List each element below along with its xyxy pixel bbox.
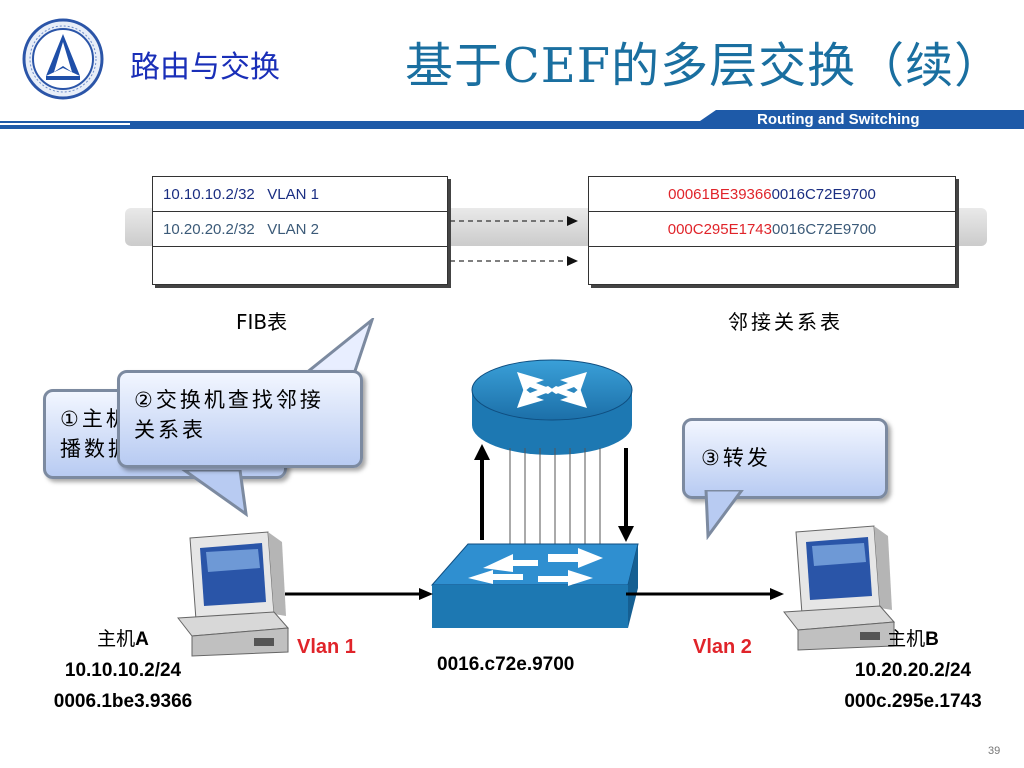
fib-prefix: 10.20.20.2/32 [163,221,255,238]
slide-title: 基于CEF的多层交换（续） [405,38,1004,94]
adjacency-table-label: 邻接关系表 [728,310,843,334]
table-row: 10.10.10.2/32 VLAN 1 [153,177,447,212]
callout-step3-text: ③转发 [701,446,771,470]
section-title: 路由与交换 [130,50,280,85]
page-number: 39 [988,745,1001,757]
dst-mac: 000C295E1743 [667,221,772,238]
host-b-suffix: B [925,629,939,650]
fib-table: 10.10.10.2/32 VLAN 1 10.20.20.2/32 VLAN … [152,176,448,285]
host-b-info: 主机B 10.20.20.2/24 000c.295e.1743 [818,624,1008,717]
router-switch-links [474,444,634,545]
computer-icon [177,531,290,657]
callout-step3: ③转发 [682,418,888,499]
callout-step2-line2: 关系表 [134,418,206,442]
table-row: 00061BE393660016C72E9700 [589,177,955,212]
table-link-arrows [450,216,578,266]
router-icon [471,359,633,455]
table-row [153,247,447,282]
table-row: 000C295E17430016C72E9700 [589,212,955,247]
university-logo-icon [22,18,104,100]
host-a-suffix: A [135,629,149,650]
callout-step2-line1: ②交换机查找邻接 [134,388,324,412]
callout-step2: ②交换机查找邻接关系表 [117,370,363,468]
src-mac: 0016C72E9700 [771,186,876,203]
host-b-name: 主机 [887,628,926,650]
host-b-mac: 000c.295e.1743 [844,691,982,712]
switch-mac-label: 0016.c72e.9700 [437,654,575,675]
host-a-ip: 10.10.10.2/24 [64,660,182,681]
link-a-arrow [285,588,433,600]
switch-icon [430,543,639,628]
computer-icon [783,525,896,651]
fib-prefix [153,256,163,273]
fib-vlan: VLAN 1 [267,186,319,203]
table-row: 10.20.20.2/32 VLAN 2 [153,212,447,247]
src-mac: 0016C72E9700 [772,221,877,238]
host-a-name: 主机 [97,628,136,650]
callout-step1-line1: ①主机 [60,407,130,431]
vlan-b-label: Vlan 2 [693,636,752,658]
slide-subtitle: Routing and Switching [757,111,920,128]
fib-prefix: 10.10.10.2/32 [163,186,255,203]
host-a-info: 主机A 10.10.10.2/24 0006.1be3.9366 [28,624,218,717]
host-a-mac: 0006.1be3.9366 [53,691,193,712]
header-bar [0,110,1024,129]
fib-vlan: VLAN 2 [267,221,319,238]
link-b-arrow [626,588,784,600]
fib-table-label: FIB表 [236,310,288,334]
callout-step1-tail [181,470,248,518]
host-b-ip: 10.20.20.2/24 [854,660,972,681]
adjacency-table: 00061BE393660016C72E9700 000C295E1743001… [588,176,956,285]
vlan-a-label: Vlan 1 [297,636,356,658]
table-row [589,247,955,282]
dst-mac: 00061BE39366 [668,186,772,203]
callout-step3-tail [704,490,744,540]
